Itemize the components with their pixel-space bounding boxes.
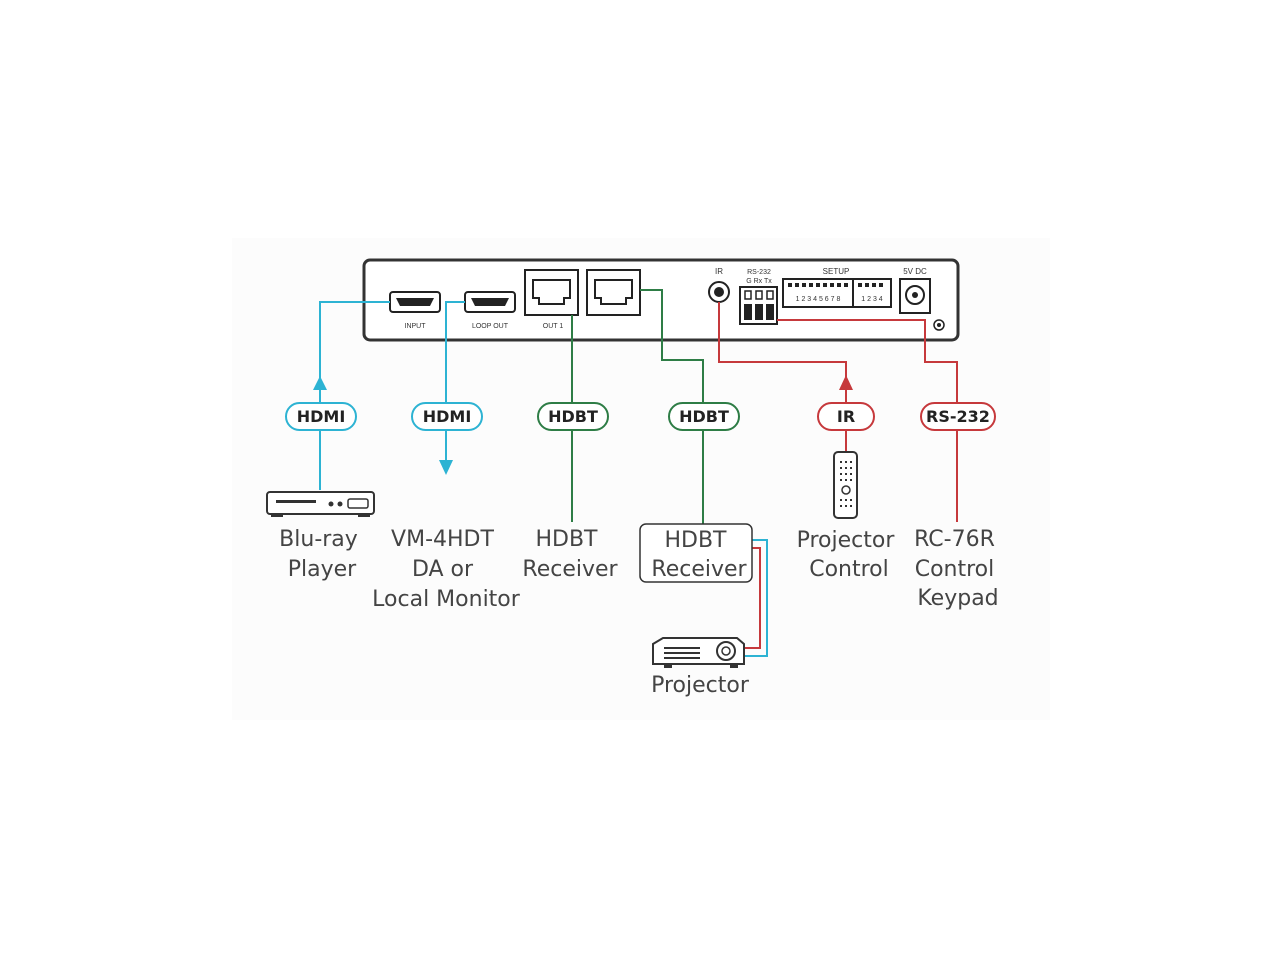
device-label-line: Blu-ray <box>279 527 358 552</box>
pill-hdmi-in: HDMI <box>285 402 357 431</box>
device-label-line: Control <box>915 557 995 582</box>
hdmi-input-arrow <box>313 376 327 390</box>
device-label-line: Keypad <box>917 586 998 611</box>
device-label-hdbt-receiver-2: HDBT Receiver <box>651 528 747 582</box>
device-label-bluray: Blu-ray Player <box>279 527 365 582</box>
device-label-line: RC-76R <box>914 527 995 552</box>
device-label-hdbt-receiver-1: HDBT Receiver <box>522 527 618 582</box>
device-label-line: Receiver <box>522 557 618 582</box>
setup-dip-b-numbers: 1 2 3 4 <box>861 296 883 303</box>
device-label-line: Receiver <box>651 557 747 582</box>
setup-dip-a-numbers: 1 2 3 4 5 6 7 8 <box>796 296 841 303</box>
receiver-projector-control <box>744 547 761 649</box>
pill-hdbt-2-label: HDBT <box>679 407 729 426</box>
pill-rs232: RS-232 <box>920 402 996 431</box>
out1-port-label: OUT 1 <box>543 323 564 330</box>
pill-hdmi-loop-label: HDMI <box>423 407 472 426</box>
device-label-line: Projector <box>797 528 896 553</box>
rs232-port: RS-232 G Rx Tx <box>739 269 778 325</box>
device-label-vm4hdt: VM-4HDT DA or Local Monitor <box>372 527 521 612</box>
device-label-line: VM-4HDT <box>391 527 494 552</box>
bluray-player-icon <box>266 491 375 517</box>
power-jack: 5V DC <box>899 267 945 331</box>
device-label-line: Local Monitor <box>372 587 521 612</box>
receiver-projector-hdmi <box>744 539 768 657</box>
input-port-label: INPUT <box>405 323 427 330</box>
pill-hdbt-1-label: HDBT <box>548 407 598 426</box>
pill-ir: IR <box>817 402 875 431</box>
hdmi-loop-arrow <box>439 460 453 475</box>
device-label-projector-control: Projector Control <box>797 528 902 582</box>
rs232-port-label: RS-232 <box>747 269 771 276</box>
device-label-projector: Projector <box>651 673 750 698</box>
power-label: 5V DC <box>903 267 927 276</box>
loop-out-port-label: LOOP OUT <box>472 323 509 330</box>
remote-control-icon <box>833 451 858 519</box>
hdmi-input-port: INPUT <box>389 291 441 330</box>
pill-hdbt-2: HDBT <box>668 402 740 431</box>
device-label-line: DA or <box>412 557 474 582</box>
projector-icon <box>652 637 745 668</box>
ground-icon <box>933 319 945 331</box>
pill-hdmi-loop: HDMI <box>411 402 483 431</box>
device-label-rc76r: RC-76R Control Keypad <box>914 527 1002 611</box>
device-label-line: Control <box>809 557 889 582</box>
setup-dip-switches: SETUP 1 2 3 4 5 6 7 8 1 2 3 4 <box>782 267 892 308</box>
device-label-line: HDBT <box>664 528 727 553</box>
rs232-pin-labels: G Rx Tx <box>746 278 772 285</box>
pill-rs232-label: RS-232 <box>926 407 990 426</box>
device-label-line: Player <box>288 557 357 582</box>
pill-ir-label: IR <box>837 407 855 426</box>
hdbt-receiver-box <box>639 523 753 583</box>
setup-label: SETUP <box>823 267 850 276</box>
pill-hdmi-in-label: HDMI <box>297 407 346 426</box>
ir-port-label: IR <box>715 267 723 276</box>
ir-arrow <box>839 375 853 390</box>
device-label-line: HDBT <box>535 527 598 552</box>
hdbt-out2-port <box>586 269 641 316</box>
pill-hdbt-1: HDBT <box>537 402 609 431</box>
hdmi-loop-out-port: LOOP OUT <box>464 291 516 330</box>
hdbt-out1-port: OUT 1 <box>524 269 579 330</box>
